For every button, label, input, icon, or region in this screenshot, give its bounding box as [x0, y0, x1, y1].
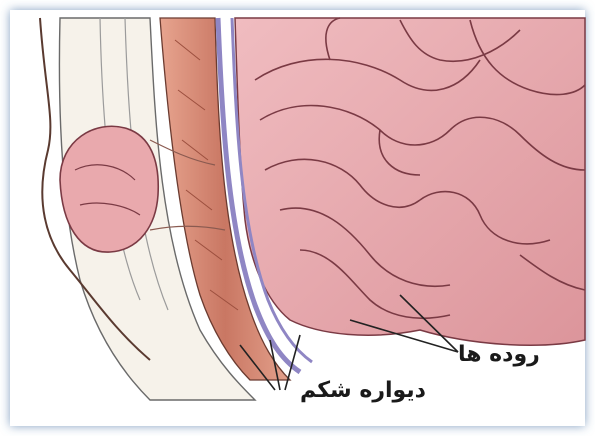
hernia-bulge	[60, 126, 158, 252]
abdominal-wall-label: دیواره شکم	[300, 378, 426, 403]
intestines-label: روده ها	[458, 342, 540, 367]
intestine-mass	[235, 18, 585, 345]
